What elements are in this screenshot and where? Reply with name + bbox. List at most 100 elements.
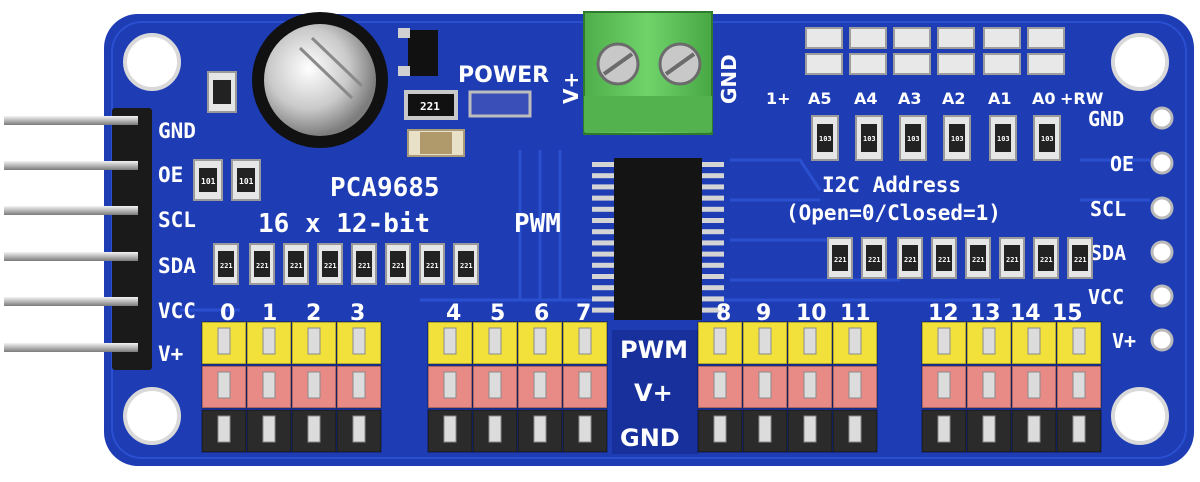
svg-text:221: 221 bbox=[392, 262, 405, 270]
address-resistor-2: 103 bbox=[899, 115, 927, 161]
header-pin-gnd-7 bbox=[562, 409, 608, 453]
resistor-left-6: 221 bbox=[419, 243, 445, 285]
svg-text:221: 221 bbox=[972, 256, 985, 264]
channel-number-6: 6 bbox=[534, 301, 549, 326]
header-pin-gnd-0 bbox=[201, 409, 247, 453]
resistor-left-4: 221 bbox=[351, 243, 377, 285]
header-pin-gnd-9 bbox=[742, 409, 788, 453]
header-pin-pwm-5 bbox=[472, 321, 518, 365]
svg-text:221: 221 bbox=[290, 262, 303, 270]
address-resistors: 103 103 103 103 103 103 bbox=[811, 115, 1061, 161]
left-pin-label-gnd: GND bbox=[158, 119, 196, 143]
channel-number-3: 3 bbox=[350, 301, 365, 326]
header-pin-vplus-3 bbox=[336, 365, 382, 409]
left-pin-label-vcc: VCC bbox=[158, 299, 196, 323]
address-jumper-4 bbox=[983, 27, 1021, 75]
right-pads bbox=[1150, 106, 1174, 352]
header-pin-gnd-13 bbox=[966, 409, 1012, 453]
resistor-right-7: 221 bbox=[1067, 237, 1093, 279]
svg-text:103: 103 bbox=[863, 135, 876, 143]
header-pin-pwm-14 bbox=[1011, 321, 1057, 365]
header-pin-vplus-0 bbox=[201, 365, 247, 409]
svg-text:221: 221 bbox=[904, 256, 917, 264]
i2c-address-label: I2C Address bbox=[822, 173, 961, 197]
header-pin-gnd-11 bbox=[832, 409, 878, 453]
address-jumpers bbox=[805, 27, 1065, 75]
svg-text:221: 221 bbox=[1006, 256, 1019, 264]
header-pin-gnd-2 bbox=[291, 409, 337, 453]
header-pin-pwm-3 bbox=[336, 321, 382, 365]
svg-text:103: 103 bbox=[819, 135, 832, 143]
pca9685-chip bbox=[592, 158, 724, 320]
address-label-a2: A2 bbox=[942, 89, 966, 108]
svg-text:103: 103 bbox=[997, 135, 1010, 143]
address-label-a4: A4 bbox=[854, 89, 878, 108]
terminal-vplus-label: V+ bbox=[559, 72, 583, 104]
header-pin-pwm-7 bbox=[562, 321, 608, 365]
electrolytic-capacitor bbox=[252, 12, 388, 148]
address-labels: 1+ A5 A4 A3 A2 A1 A0 +RW bbox=[766, 89, 1104, 108]
right-pin-label-scl: SCL bbox=[1090, 197, 1126, 221]
header-pin-vplus-5 bbox=[472, 365, 518, 409]
left-pin-label-scl: SCL bbox=[158, 208, 196, 232]
channel-number-10: 10 bbox=[796, 301, 827, 326]
header-pin-vplus-15 bbox=[1056, 365, 1102, 409]
svg-text:101: 101 bbox=[201, 177, 216, 186]
channel-number-1: 1 bbox=[262, 301, 277, 326]
header-pin-gnd-12 bbox=[921, 409, 967, 453]
resistor-left-1: 221 bbox=[249, 243, 275, 285]
right-pin-label-sda: SDA bbox=[1090, 241, 1126, 265]
svg-text:221: 221 bbox=[256, 262, 269, 270]
resistor-right-2: 221 bbox=[897, 237, 923, 279]
left-pin-label-oe: OE bbox=[158, 163, 183, 187]
right-pin-labels: GND OE SCL SDA VCC V+ bbox=[1088, 107, 1136, 353]
address-jumper-2 bbox=[893, 27, 931, 75]
resistor-left-2: 221 bbox=[283, 243, 309, 285]
channel-number-13: 13 bbox=[970, 301, 1001, 326]
header-pin-gnd-3 bbox=[336, 409, 382, 453]
header-pin-gnd-15 bbox=[1056, 409, 1102, 453]
svg-text:221: 221 bbox=[868, 256, 881, 264]
svg-text:221: 221 bbox=[358, 262, 371, 270]
address-label-a3: A3 bbox=[898, 89, 922, 108]
header-pin-vplus-7 bbox=[562, 365, 608, 409]
right-pin-label-oe: OE bbox=[1110, 152, 1134, 176]
address-resistor-5: 103 bbox=[1033, 115, 1061, 161]
header-pin-vplus-12 bbox=[921, 365, 967, 409]
header-label-vplus: V+ bbox=[634, 379, 673, 407]
channel-number-12: 12 bbox=[928, 301, 959, 326]
resistor-left-0: 221 bbox=[213, 243, 239, 285]
address-label-a5: A5 bbox=[808, 89, 832, 108]
right-pin-label-vplus: V+ bbox=[1112, 329, 1136, 353]
svg-text:221: 221 bbox=[420, 100, 440, 113]
svg-text:101: 101 bbox=[239, 177, 254, 186]
header-pin-gnd-8 bbox=[697, 409, 743, 453]
resistor-left-3: 221 bbox=[317, 243, 343, 285]
terminal-gnd-label: GND bbox=[717, 54, 741, 104]
header-pin-pwm-9 bbox=[742, 321, 788, 365]
power-indicator: 221 bbox=[404, 90, 532, 157]
header-pin-gnd-5 bbox=[472, 409, 518, 453]
header-pin-vplus-8 bbox=[697, 365, 743, 409]
svg-text:103: 103 bbox=[951, 135, 964, 143]
resistor-group-top-left: 101 101 bbox=[193, 71, 261, 201]
header-pin-gnd-1 bbox=[246, 409, 292, 453]
channel-number-0: 0 bbox=[220, 301, 235, 326]
screw-terminal bbox=[583, 11, 713, 135]
header-pin-pwm-15 bbox=[1056, 321, 1102, 365]
channel-number-14: 14 bbox=[1010, 301, 1041, 326]
mounting-hole-top-right bbox=[1111, 33, 1169, 91]
address-label-1plus: 1+ bbox=[766, 89, 791, 108]
channel-number-4: 4 bbox=[446, 301, 461, 326]
header-labels: PWM V+ GND bbox=[612, 330, 698, 454]
address-label-a1: A1 bbox=[988, 89, 1012, 108]
resistor-right-3: 221 bbox=[931, 237, 957, 279]
left-pin-labels: GND OE SCL SDA VCC V+ bbox=[158, 119, 196, 366]
svg-text:221: 221 bbox=[1040, 256, 1053, 264]
svg-text:221: 221 bbox=[324, 262, 337, 270]
header-pin-pwm-0 bbox=[201, 321, 247, 365]
address-resistor-4: 103 bbox=[989, 115, 1017, 161]
channel-number-2: 2 bbox=[306, 301, 321, 326]
address-resistor-0: 103 bbox=[811, 115, 839, 161]
